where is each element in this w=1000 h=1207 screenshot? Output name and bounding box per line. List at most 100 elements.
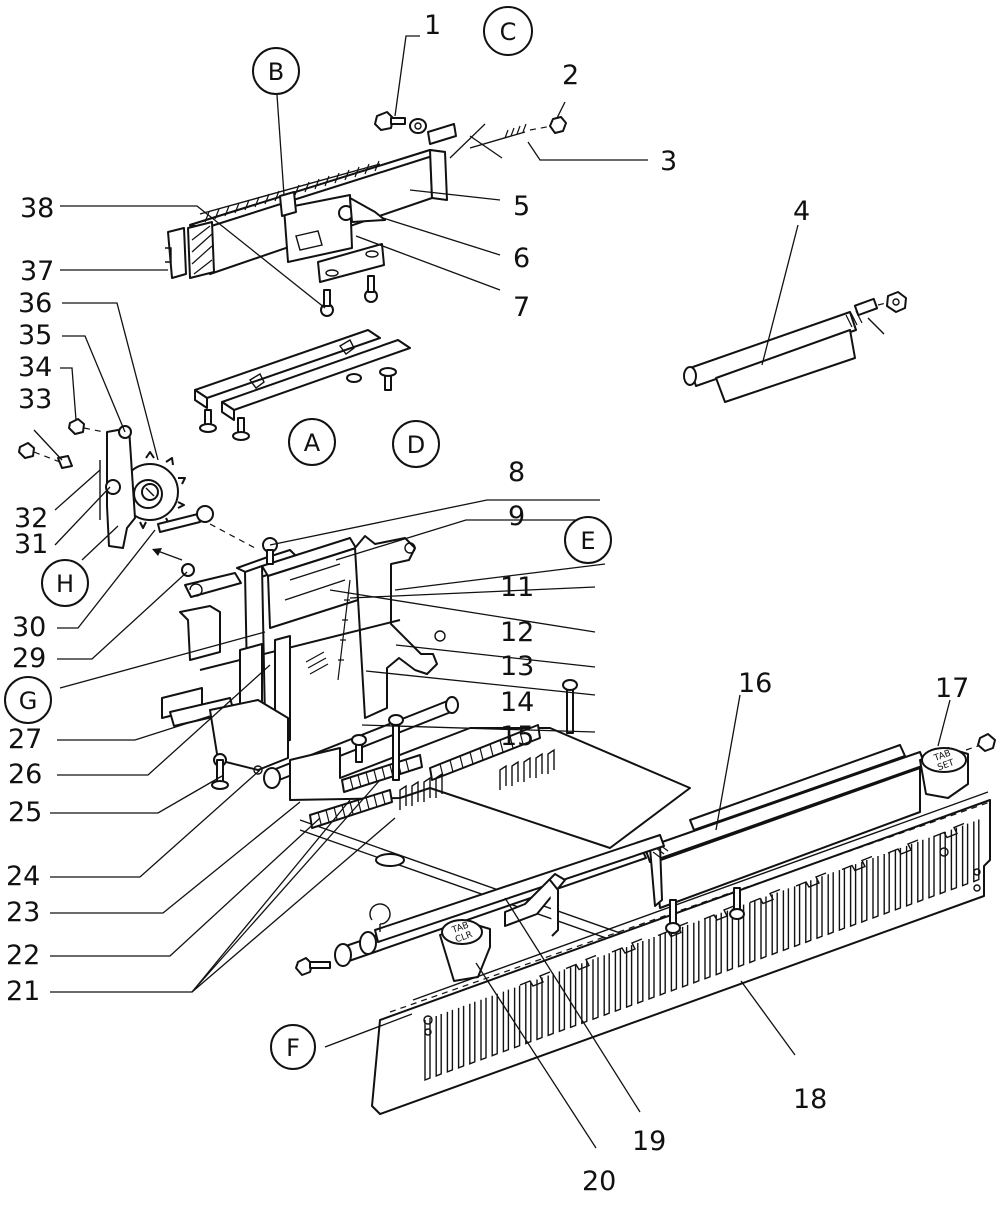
comb-slot: [581, 961, 588, 1025]
part-label-1: 1: [424, 10, 441, 41]
rack-end-hardware: [374, 111, 567, 149]
comb-slot: [950, 827, 958, 891]
comb-slot: [894, 847, 902, 911]
foot-screws: [320, 275, 378, 317]
tab-set-key[interactable]: TAB SET: [919, 747, 969, 799]
comb-slot: [569, 965, 577, 1029]
callout-G: G: [4, 676, 52, 724]
comb-slot: [693, 920, 700, 984]
part-label-5: 5: [513, 191, 530, 222]
central-frame: [161, 535, 446, 747]
part-label-38: 38: [20, 193, 54, 224]
tab-clear-key[interactable]: TAB CLR: [439, 919, 491, 982]
comb-slot: [928, 835, 935, 899]
part-label-31: 31: [14, 529, 48, 560]
comb-slot: [771, 892, 778, 956]
callout-letter: B: [268, 58, 284, 86]
comb-notch: [887, 839, 919, 855]
comb-notch: [565, 954, 597, 971]
comb-slot: [670, 928, 678, 992]
comb-notch: [933, 822, 965, 839]
comb-slot: [681, 924, 689, 988]
callout-F: F: [270, 1024, 316, 1070]
comb-slot: [715, 912, 722, 976]
comb-plate: [371, 791, 991, 1115]
part-label-23: 23: [6, 897, 40, 928]
comb-slot: [637, 941, 644, 1005]
callout-letter: G: [19, 687, 38, 715]
comb-slot: [614, 949, 622, 1013]
comb-slot: [838, 868, 846, 932]
comb-slot: [961, 823, 969, 887]
part-number-labels: 1 2 3 4 5 6 7 8 9 11 12 13 14 15 16 17 1…: [6, 10, 969, 1197]
part-label-19: 19: [632, 1126, 666, 1157]
comb-slot: [536, 977, 543, 1041]
part-label-20: 20: [582, 1166, 616, 1197]
comb-notch: [841, 855, 873, 872]
comb-slot: [513, 985, 521, 1049]
comb-slot: [704, 916, 711, 980]
comb-slot: [849, 864, 857, 928]
part-label-35: 35: [18, 320, 52, 351]
part-label-22: 22: [6, 940, 40, 971]
part-label-21: 21: [6, 976, 40, 1007]
tab-set-assembly: TAB SET: [644, 733, 996, 909]
comb-slot: [939, 831, 946, 895]
comb-notch: [703, 905, 735, 921]
comb-notch: [795, 872, 827, 888]
callout-letter: D: [407, 431, 425, 459]
leader-lines: [33, 35, 951, 1149]
comb-notch: [749, 888, 781, 905]
callout-D: D: [392, 420, 440, 468]
comb-slot: [737, 904, 745, 968]
comb-slot: [480, 997, 487, 1061]
callout-letter: F: [286, 1034, 300, 1062]
comb-slot: [872, 856, 879, 920]
comb-slot: [973, 819, 980, 883]
carriage-rack-assembly: [165, 149, 448, 317]
comb-slot: [861, 860, 868, 924]
sprocket-assembly: [18, 418, 256, 561]
part-label-3: 3: [660, 146, 677, 177]
comb-slots: [424, 819, 980, 1082]
part-label-14: 14: [500, 687, 534, 718]
callout-letter: E: [580, 527, 595, 555]
part-label-8: 8: [508, 457, 525, 488]
comb-slot: [592, 957, 599, 1021]
comb-slot: [659, 932, 666, 996]
comb-slot: [883, 851, 890, 915]
comb-slot: [805, 880, 812, 944]
callout-letter: C: [500, 18, 517, 46]
part-label-25: 25: [8, 797, 42, 828]
callout-H: H: [41, 559, 89, 607]
comb-slot: [491, 993, 498, 1057]
part-label-16: 16: [738, 668, 772, 699]
rack-mounting-bars: [194, 329, 411, 441]
part-label-27: 27: [8, 724, 42, 755]
part-label-6: 6: [513, 243, 530, 274]
comb-slot: [502, 989, 510, 1053]
comb-slot: [558, 969, 566, 1033]
comb-slot: [905, 843, 913, 907]
comb-slot: [435, 1013, 442, 1077]
comb-notch: [519, 971, 551, 987]
comb-notch: [611, 938, 643, 954]
comb-slot: [760, 896, 767, 960]
part-label-17: 17: [935, 673, 969, 704]
comb-slot: [816, 876, 823, 940]
part-4-rod-assembly: [683, 291, 907, 403]
part-label-36: 36: [18, 288, 52, 319]
comb-slot: [603, 953, 610, 1017]
callout-E: E: [564, 516, 612, 564]
callout-B: B: [252, 47, 300, 95]
part-label-9: 9: [508, 501, 525, 532]
part-label-7: 7: [513, 292, 530, 323]
lower-frame: [209, 679, 691, 951]
callout-C: C: [483, 6, 533, 56]
callout-A: A: [288, 418, 336, 466]
part-label-18: 18: [793, 1084, 827, 1115]
callout-letter: H: [56, 570, 74, 598]
comb-slot: [782, 888, 790, 952]
part-label-11: 11: [500, 572, 534, 603]
